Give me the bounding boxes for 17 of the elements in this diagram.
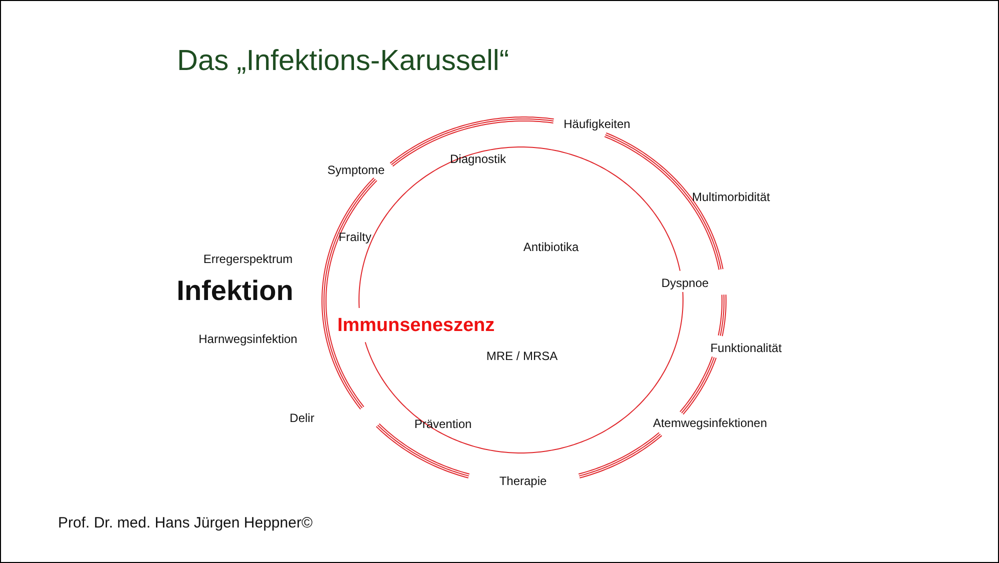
key-term: Infektion [176,275,294,307]
term-label: Antibiotika [523,240,579,254]
term-label: Delir [290,411,314,425]
term-label: Frailty [338,230,372,244]
term-label: Harnwegsinfektion [198,332,298,346]
slide-title: Das „Infektions-Karussell“ [177,45,509,78]
term-label: Atemwegsinfektionen [652,416,768,430]
term-label: Therapie [499,474,547,488]
term-label: Häufigkeiten [564,117,630,131]
term-label: Funktionalität [710,341,782,355]
term-label: MRE / MRSA [486,349,558,363]
term-label: Symptome [327,163,385,177]
author-credit: Prof. Dr. med. Hans Jürgen Heppner© [58,514,313,532]
term-label: Multimorbidität [692,190,770,204]
term-label: Erregerspektrum [203,252,293,266]
key-term: Immunseneszenz [337,315,495,337]
term-label: Dyspnoe [661,276,709,290]
